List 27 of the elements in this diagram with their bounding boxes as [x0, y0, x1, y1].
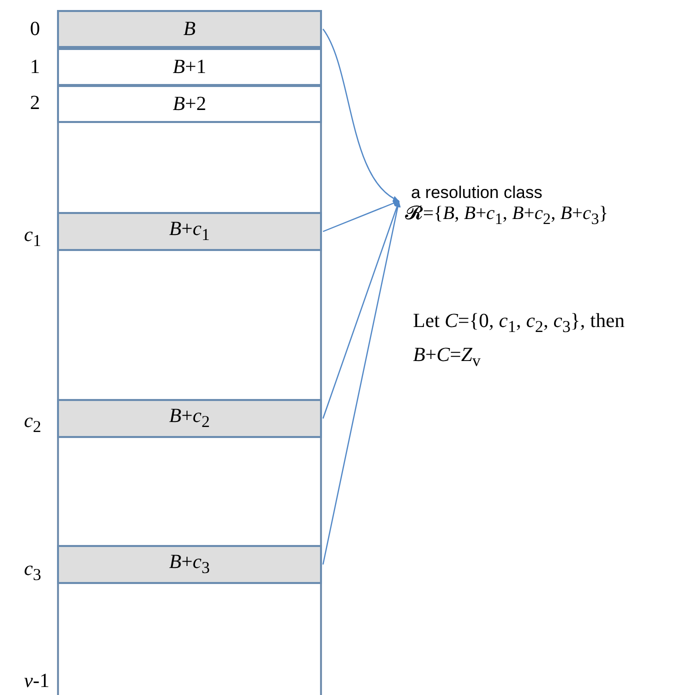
index-label: 2 [30, 92, 40, 115]
arrow [322, 28, 400, 202]
index-label: c$_{1}$ [24, 224, 42, 251]
row-label: B+c$_{3}$ [169, 551, 210, 578]
row-label: B+c$_{2}$ [169, 405, 210, 432]
memory-row [57, 399, 322, 438]
arrow [322, 200, 400, 232]
memory-row [57, 48, 322, 86]
index-label: c$_{3}$ [24, 558, 42, 585]
arrow [322, 200, 401, 565]
index-label: v-1 [24, 670, 50, 693]
row-label: B [183, 18, 196, 40]
row-label: B+1 [172, 56, 206, 78]
memory-row [57, 85, 322, 123]
row-label: B+c$_{1}$ [169, 218, 210, 245]
index-label: 1 [30, 56, 40, 79]
set-formula: 𝓡={B, B+c$_{1}$, B+c$_{2}$, B+c$_{3}$} [405, 203, 610, 229]
class-title: a resolution class [411, 183, 544, 203]
memory-column [57, 10, 322, 695]
arrow [322, 200, 400, 419]
memory-row [57, 212, 322, 251]
row-label: B+2 [172, 92, 206, 116]
index-label: 0 [30, 18, 40, 41]
index-label: c$_{2}$ [24, 410, 42, 437]
memory-row [57, 10, 322, 48]
memory-row [57, 545, 322, 584]
note-text: Let C={0, c$_{1}$, c$_{2}$, c$_{3}$}, then B+C=Z$_{v}$ [413, 309, 626, 372]
